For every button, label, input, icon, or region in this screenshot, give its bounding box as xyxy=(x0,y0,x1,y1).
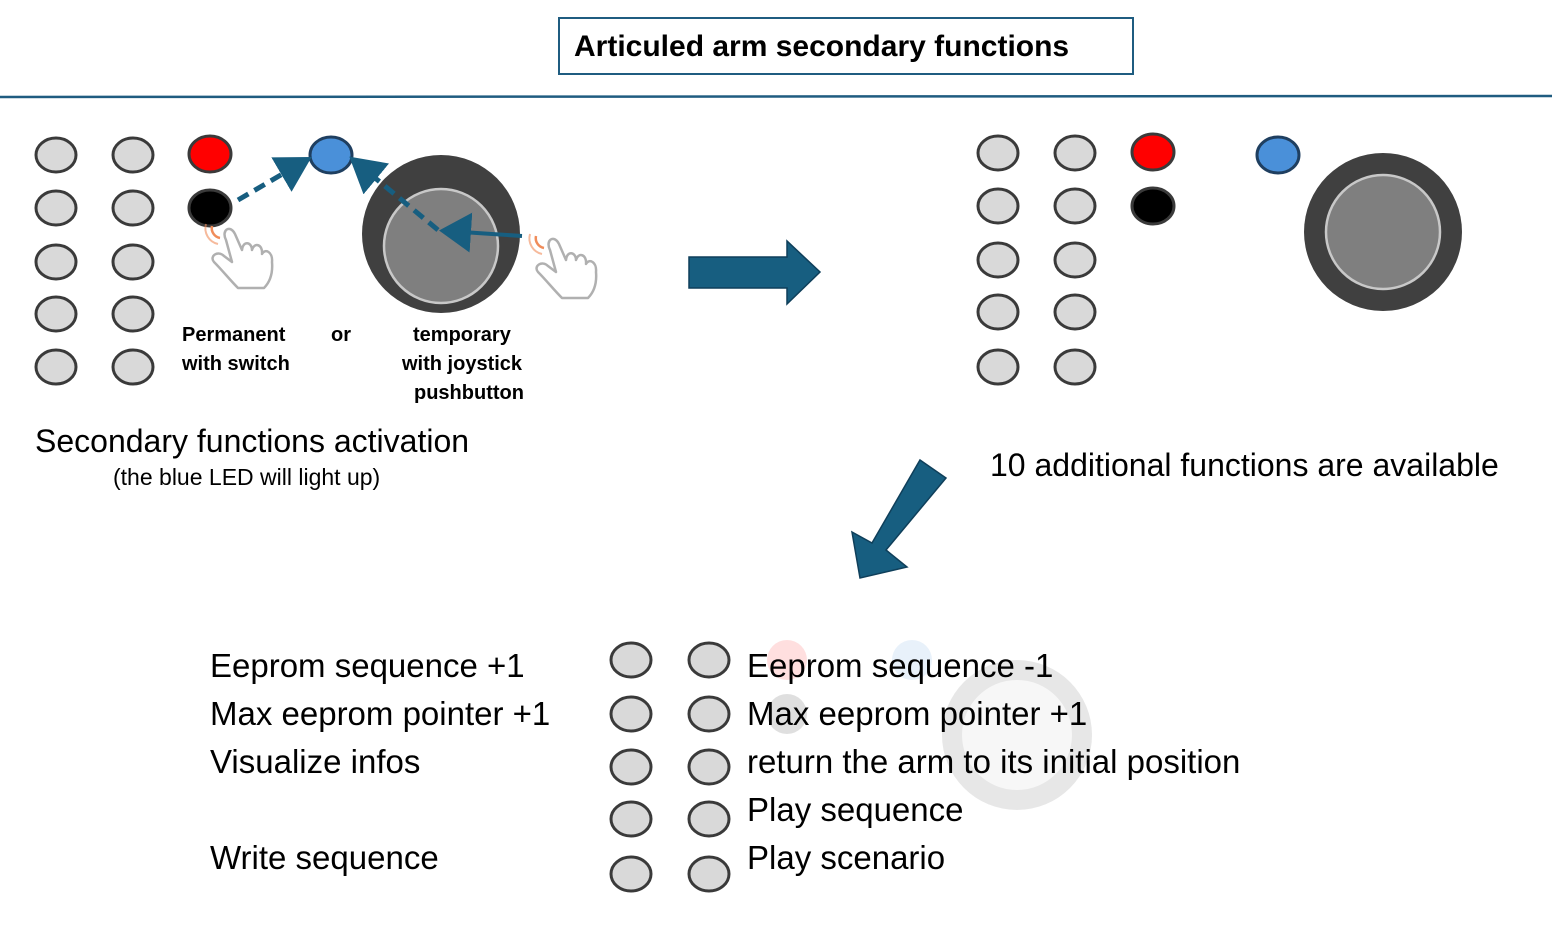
temporary-label-line3: pushbutton xyxy=(414,382,524,404)
dashed-arrow-switch-to-led xyxy=(236,156,312,203)
function-label: Write sequence xyxy=(210,839,439,876)
function-button[interactable] xyxy=(976,293,1020,331)
function-label: Eeprom sequence +1 xyxy=(210,647,525,684)
arrow-press-to-joystick xyxy=(439,212,523,253)
function-button[interactable] xyxy=(1053,293,1097,331)
function-button[interactable] xyxy=(34,136,78,174)
function-label: Max eeprom pointer +1 xyxy=(210,695,551,732)
or-label: or xyxy=(331,324,351,346)
function-button[interactable] xyxy=(1053,134,1097,172)
red-led xyxy=(187,134,233,174)
function-button[interactable] xyxy=(687,855,731,893)
activation-subheading: (the blue LED will light up) xyxy=(113,464,381,490)
permanent-label-line2: with switch xyxy=(182,353,290,375)
function-button[interactable] xyxy=(1053,187,1097,225)
button-column-1 xyxy=(609,641,653,893)
function-button[interactable] xyxy=(1053,241,1097,279)
function-button[interactable] xyxy=(111,136,155,174)
page-title: Articuled arm secondary functions xyxy=(558,17,1134,75)
function-label: Play sequence xyxy=(747,791,964,828)
button-column-2 xyxy=(111,136,155,386)
function-button[interactable] xyxy=(609,800,653,838)
blue-led xyxy=(308,135,354,175)
left-function-list: Eeprom sequence +1 Max eeprom pointer +1… xyxy=(210,642,550,882)
function-button[interactable] xyxy=(687,800,731,838)
function-button[interactable] xyxy=(976,241,1020,279)
button-column-1 xyxy=(976,134,1020,386)
red-led xyxy=(1130,132,1176,172)
function-button[interactable] xyxy=(34,243,78,281)
function-button[interactable] xyxy=(976,187,1020,225)
joystick xyxy=(1304,153,1462,311)
function-label: Max eeprom pointer +1 xyxy=(747,695,1088,732)
function-label: return the arm to its initial position xyxy=(747,743,1241,780)
black-switch-led xyxy=(1130,186,1176,226)
pointing-hand-icon xyxy=(528,233,598,300)
function-button[interactable] xyxy=(687,641,731,679)
permanent-label: Permanent with switch xyxy=(182,321,290,379)
button-column-2 xyxy=(687,641,731,893)
right-button-grid xyxy=(976,134,1097,386)
function-label: Eeprom sequence -1 xyxy=(747,647,1054,684)
function-button[interactable] xyxy=(111,189,155,227)
function-label: Play scenario xyxy=(747,839,946,876)
function-button[interactable] xyxy=(976,348,1020,386)
faded-joystick-watermark xyxy=(767,640,1092,810)
function-button[interactable] xyxy=(609,748,653,786)
result-caption: 10 additional functions are available xyxy=(990,447,1499,483)
function-button[interactable] xyxy=(111,295,155,333)
temporary-label-line1: temporary xyxy=(413,324,511,346)
down-left-arrow-icon xyxy=(850,458,948,579)
left-button-grid xyxy=(34,136,155,386)
function-button[interactable] xyxy=(34,189,78,227)
blue-led xyxy=(1255,135,1301,175)
function-button[interactable] xyxy=(976,134,1020,172)
header-divider xyxy=(0,94,1552,99)
function-button[interactable] xyxy=(1053,348,1097,386)
right-function-list: Eeprom sequence -1 Max eeprom pointer +1… xyxy=(747,642,1240,882)
function-button[interactable] xyxy=(34,348,78,386)
joystick-knob xyxy=(1324,173,1442,291)
function-button[interactable] xyxy=(111,348,155,386)
function-button[interactable] xyxy=(687,748,731,786)
function-button[interactable] xyxy=(609,641,653,679)
joystick-knob xyxy=(382,187,500,305)
function-label xyxy=(210,786,550,834)
temporary-label: temporary with joystick pushbutton xyxy=(402,321,524,408)
pointing-hand-icon xyxy=(204,223,274,290)
function-button[interactable] xyxy=(687,695,731,733)
function-button[interactable] xyxy=(34,295,78,333)
function-button[interactable] xyxy=(609,855,653,893)
temporary-label-line2: with joystick xyxy=(402,353,523,375)
activation-heading: Secondary functions activation xyxy=(35,423,470,459)
button-column-1 xyxy=(34,136,78,386)
button-column-2 xyxy=(1053,134,1097,386)
permanent-label-line1: Permanent xyxy=(182,324,286,346)
right-arrow-icon xyxy=(688,239,822,306)
function-label: Visualize infos xyxy=(210,743,421,780)
function-button[interactable] xyxy=(609,695,653,733)
bottom-button-grid xyxy=(609,641,731,893)
black-switch-led xyxy=(187,188,233,228)
function-button[interactable] xyxy=(111,243,155,281)
dashed-arrow-joystick-to-led xyxy=(349,156,440,232)
